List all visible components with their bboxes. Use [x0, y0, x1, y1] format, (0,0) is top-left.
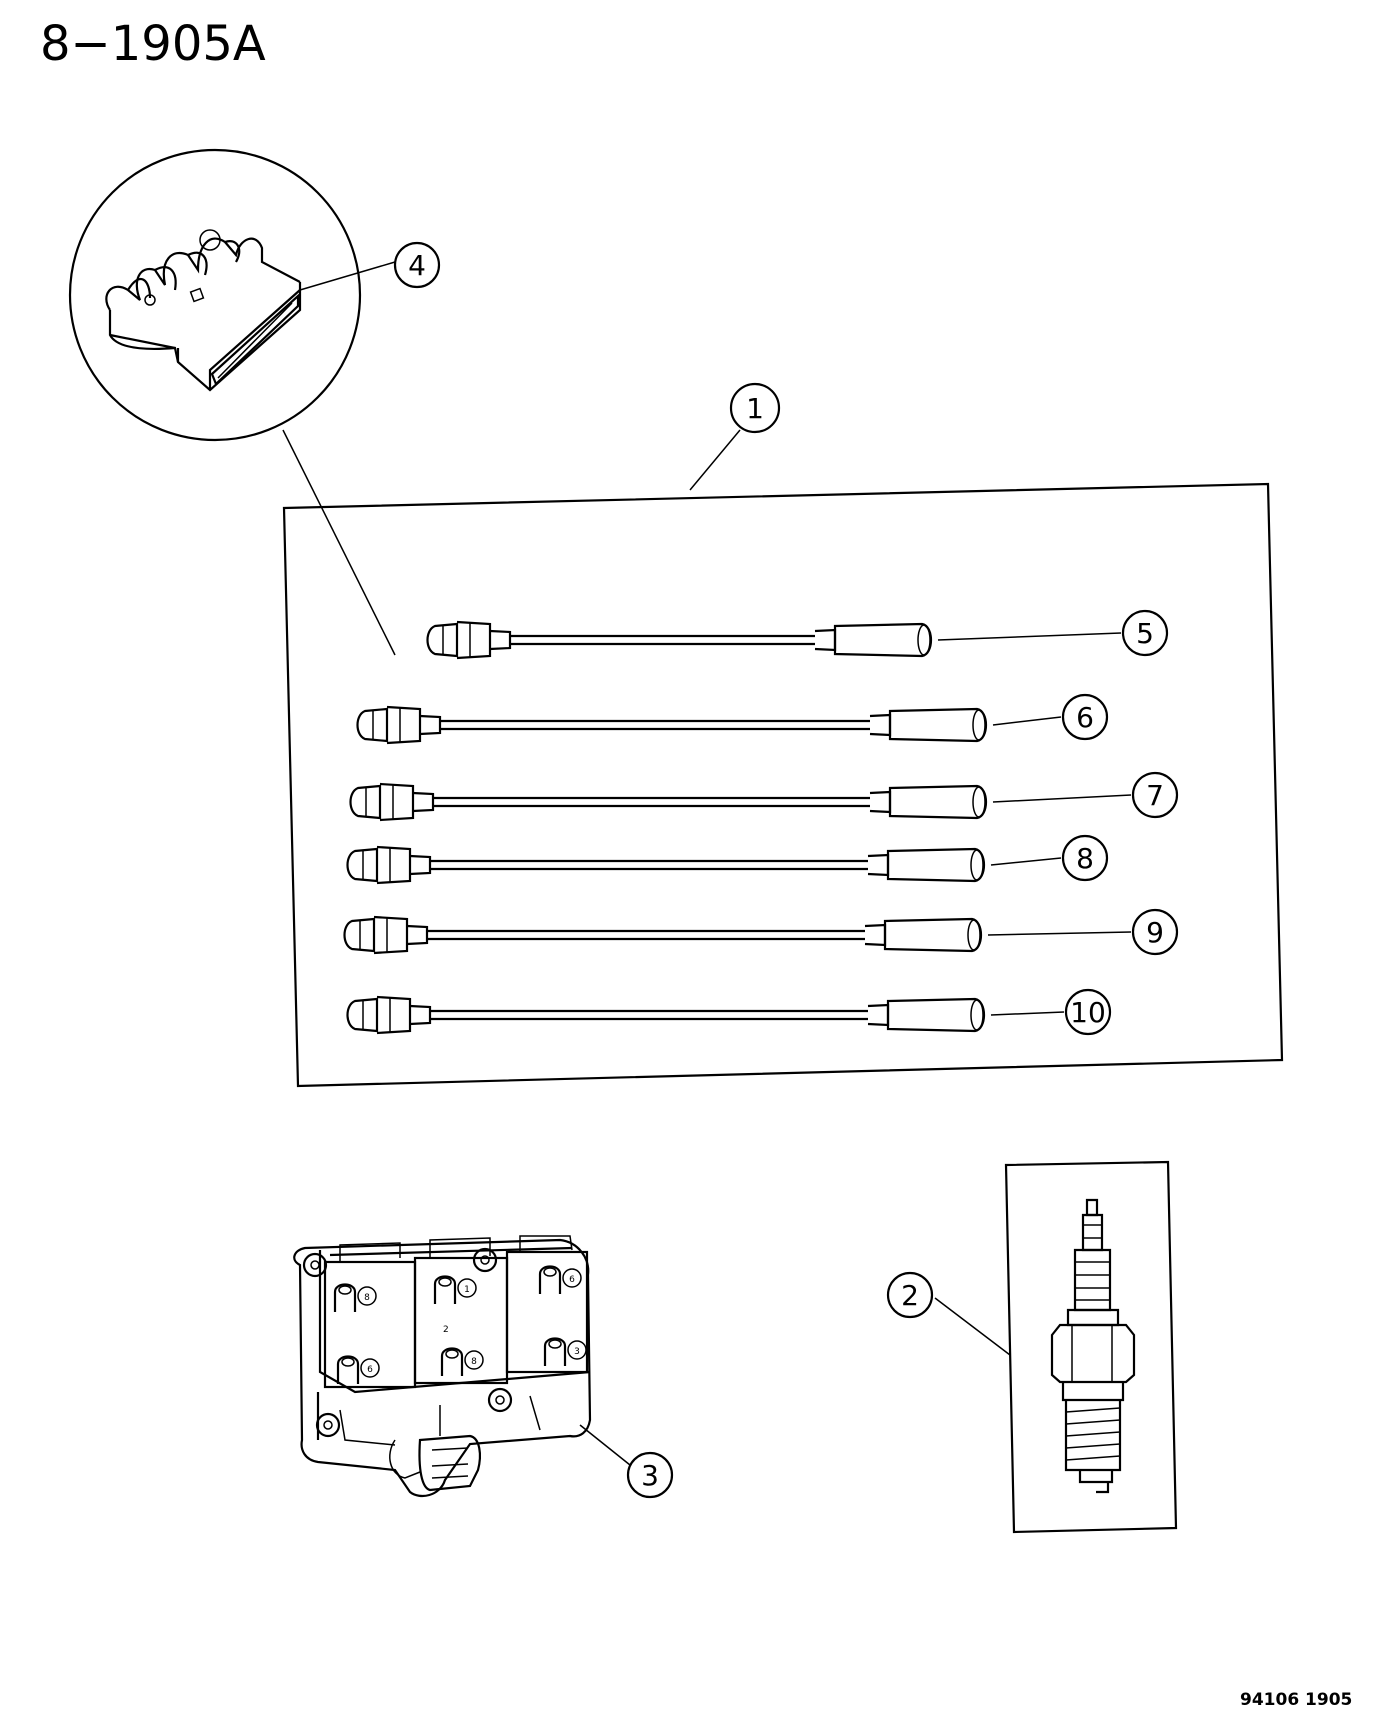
- ignition-wire-6: [356, 705, 1062, 745]
- svg-text:8: 8: [364, 1293, 370, 1303]
- wire-separator-clip: [105, 229, 302, 392]
- spark-plug: [934, 1160, 1178, 1534]
- svg-text:4: 4: [408, 249, 426, 282]
- diagram-title: 8−1905A: [40, 16, 266, 72]
- coil-section-right: [505, 1250, 589, 1374]
- svg-text:10: 10: [1070, 996, 1106, 1029]
- svg-text:3: 3: [641, 1459, 659, 1492]
- callout-2: 2: [886, 1271, 934, 1319]
- ignition-wire-set-box: [282, 429, 1284, 1088]
- coil-terminal-4: 6: [336, 1355, 380, 1384]
- spark-plug-hex: [1050, 1323, 1136, 1384]
- coil-terminal-5: 8: [440, 1347, 484, 1376]
- svg-text:1: 1: [746, 392, 764, 425]
- diagram-footer-code: 94106 1905: [1240, 1690, 1352, 1710]
- callout-6: 6: [1061, 693, 1109, 741]
- ignition-wire-9: [343, 915, 1132, 955]
- svg-text:6: 6: [1076, 701, 1094, 734]
- callout-7: 7: [1131, 771, 1179, 819]
- coil-terminal-3: 6: [538, 1265, 582, 1294]
- svg-text:7: 7: [1146, 779, 1164, 812]
- svg-text:8: 8: [1076, 842, 1094, 875]
- callout-4: 4: [393, 241, 441, 289]
- ignition-wires: [343, 620, 1132, 1035]
- coil-terminal-6: 3: [543, 1337, 587, 1366]
- coil-connector: [418, 1434, 481, 1492]
- ignition-wire-8: [346, 845, 1062, 885]
- ignition-wire-10: [346, 995, 1065, 1035]
- ignition-wire-5: [426, 620, 1122, 660]
- ignition-wire-7: [349, 782, 1132, 822]
- svg-text:6: 6: [367, 1365, 373, 1375]
- callout-4-leader: [299, 261, 396, 291]
- callout-8: 8: [1061, 834, 1109, 882]
- svg-text:5: 5: [1136, 617, 1154, 650]
- svg-text:3: 3: [574, 1347, 580, 1357]
- wire-callouts: 5 6 7 8 9 10: [1061, 609, 1179, 1036]
- callout-5: 5: [1121, 609, 1169, 657]
- detail-circle: [68, 148, 362, 442]
- callout-2-leader: [934, 1297, 1011, 1356]
- spark-plug-frame: [1004, 1160, 1178, 1534]
- callout-1: 1: [729, 382, 781, 434]
- svg-text:8: 8: [471, 1357, 477, 1367]
- callout-3-leader: [579, 1424, 631, 1466]
- ignition-coil-pack: [293, 1235, 631, 1498]
- callout-3: 3: [626, 1451, 674, 1499]
- callout-9: 9: [1131, 908, 1179, 956]
- coil-terminals: 8 1 6 6 8 3: [333, 1265, 587, 1384]
- callout-10: 10: [1064, 988, 1112, 1036]
- svg-text:9: 9: [1146, 916, 1164, 949]
- detail-view-wire-separator: [68, 148, 396, 656]
- coil-pack-number: 2: [443, 1325, 449, 1335]
- svg-text:1: 1: [464, 1285, 470, 1295]
- coil-terminal-1: 8: [333, 1283, 377, 1312]
- detail-leader-line: [282, 429, 396, 656]
- wire-set-frame: [282, 482, 1284, 1088]
- svg-text:6: 6: [569, 1275, 575, 1285]
- svg-text:2: 2: [901, 1279, 919, 1312]
- callout-1-leader: [689, 429, 741, 491]
- coil-terminal-2: 1: [433, 1275, 477, 1304]
